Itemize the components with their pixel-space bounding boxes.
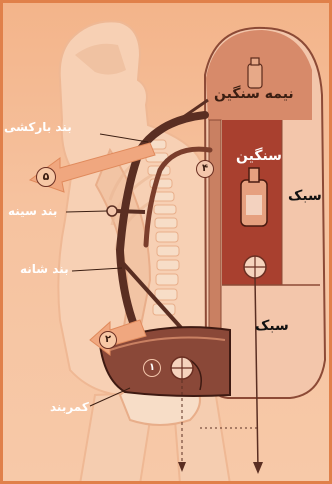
- label-semi-heavy: نیمه سنگین: [214, 86, 294, 102]
- label-light-lower: سبک: [255, 318, 289, 334]
- label-heavy: سنگین: [236, 148, 282, 164]
- label-light-upper: سبک: [288, 188, 322, 204]
- load-lifter-strap: [150, 100, 208, 140]
- label-chest-strap: بند سینه: [8, 204, 57, 218]
- marker-5: ۵: [36, 167, 56, 187]
- marker-4: ۴: [196, 160, 214, 178]
- label-load-strap: بند بارکشی: [4, 120, 72, 134]
- label-shoulder-strap: بند شانه: [20, 262, 69, 276]
- pack-center-marker: [244, 256, 266, 278]
- marker-2: ۲: [99, 331, 117, 349]
- label-hip-belt: کمربند: [50, 400, 89, 414]
- chest-strap-line: [115, 211, 145, 212]
- marker-1: ۱: [143, 359, 161, 377]
- hip-center-marker: [171, 357, 193, 379]
